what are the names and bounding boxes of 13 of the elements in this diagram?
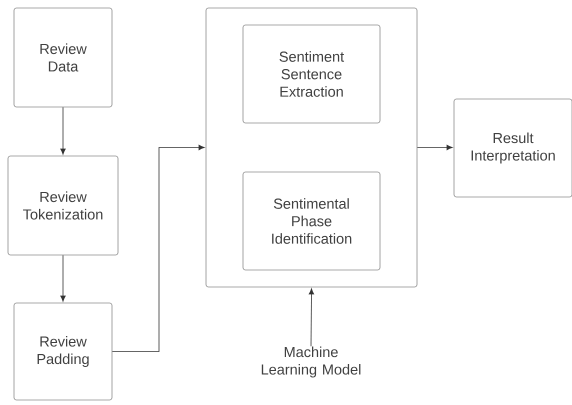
process-box: Result Interpretation (454, 98, 572, 198)
process-box: Review Tokenization (8, 156, 118, 256)
container-box (206, 8, 418, 288)
process-box: Sentimental Phase Identification (242, 172, 380, 270)
process-box: Review Padding (14, 302, 112, 400)
arrow (417, 144, 453, 150)
arrow (60, 107, 66, 155)
arrow (308, 288, 314, 347)
caption-text: Machine Learning Model (262, 346, 360, 378)
arrow (60, 255, 66, 302)
process-box: Review Data (14, 8, 112, 108)
arrow (112, 144, 205, 352)
process-box: Sentiment Sentence Extraction (242, 24, 380, 124)
